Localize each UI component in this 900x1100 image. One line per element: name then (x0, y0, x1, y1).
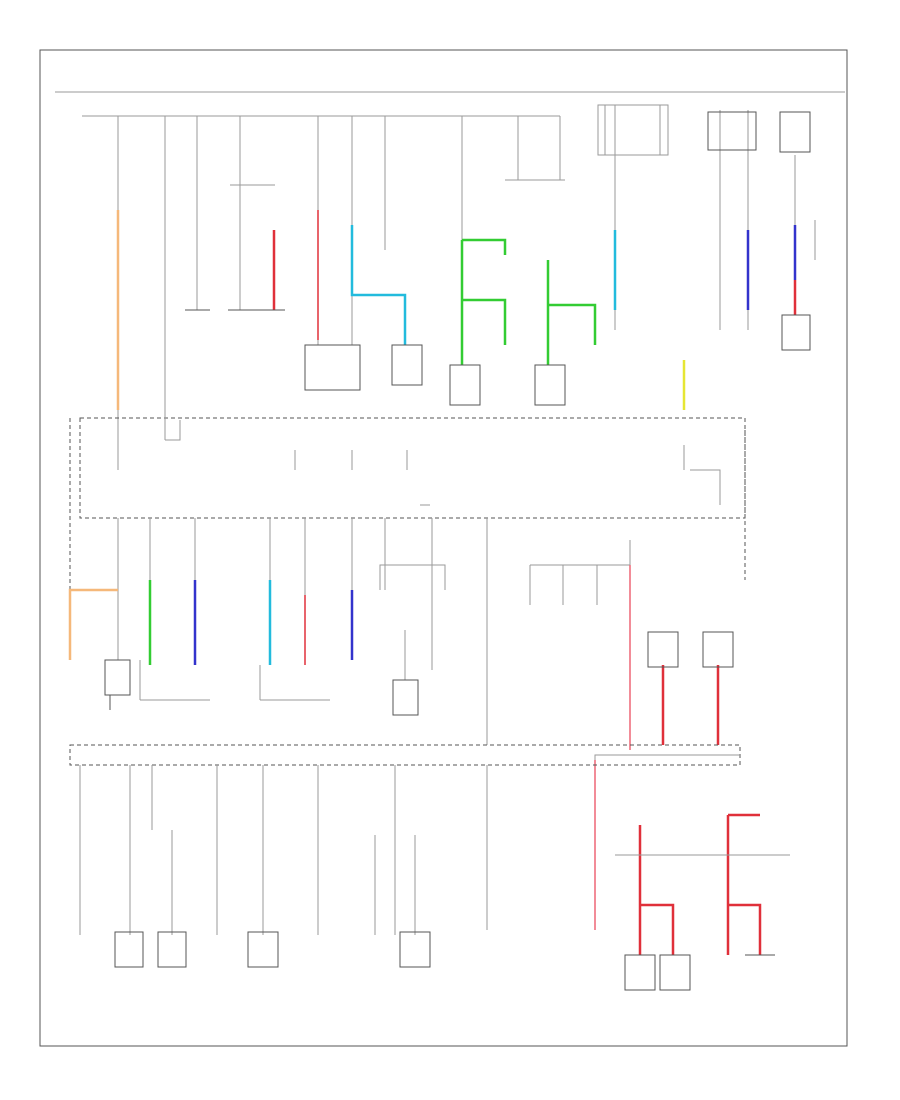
colored-wires-lower (68, 565, 762, 955)
diagram-frame (39, 49, 848, 1047)
bottom-drops (79, 754, 790, 935)
lower-component-boxes (104, 631, 734, 716)
bottom-component-boxes (114, 931, 775, 991)
upper-component-boxes (185, 309, 811, 406)
relay-box-1 (707, 111, 757, 151)
internal-fuse-lines (164, 230, 721, 506)
relay-box-3 (597, 104, 669, 156)
upper-fuse-drops (117, 105, 816, 470)
relay-box-2 (779, 111, 811, 153)
colored-wires-upper (116, 210, 797, 410)
